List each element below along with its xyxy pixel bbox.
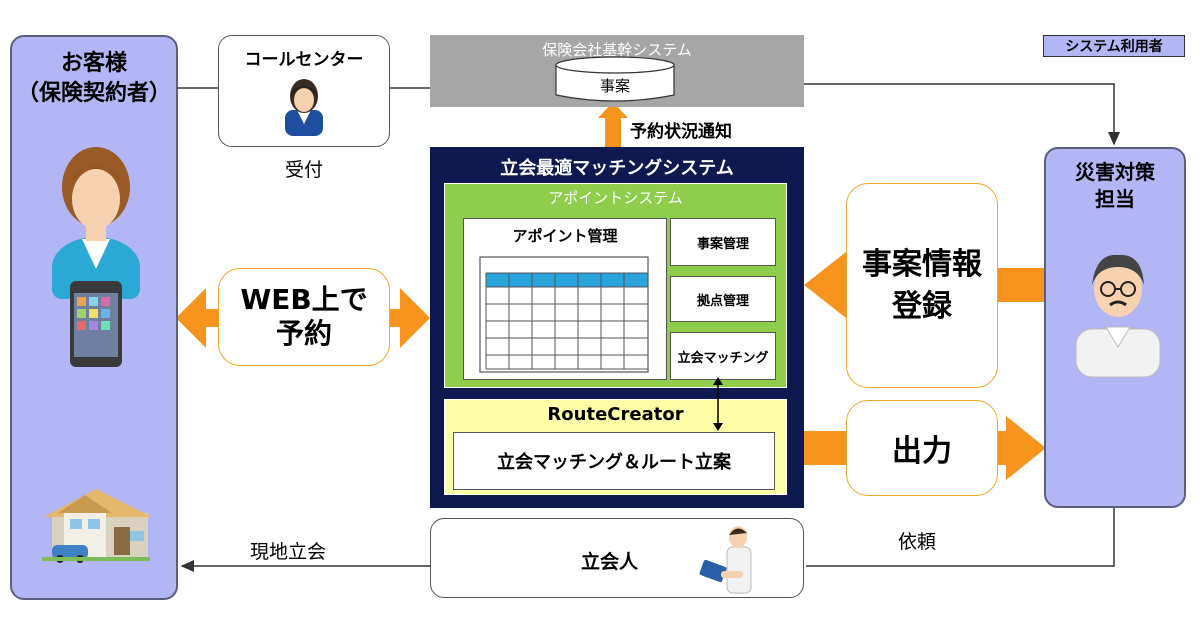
- web-booking-line2: 予約: [275, 317, 332, 350]
- appoint-management-label: アポイント管理: [512, 227, 618, 245]
- matching-system-title: 立会最適マッチングシステム: [500, 158, 734, 179]
- matching-box: 立会マッチング: [670, 332, 776, 380]
- registration-arrow-head: [804, 252, 846, 318]
- route-creator-title: RouteCreator: [547, 404, 684, 425]
- request-label: 依頼: [898, 531, 937, 553]
- operator-icon: [285, 79, 323, 136]
- registration-arrow-tail: [996, 268, 1044, 302]
- legend-system-user: システム利用者: [1043, 35, 1185, 57]
- customer-person-icon: [52, 147, 140, 299]
- calendar-grid: [479, 256, 649, 373]
- route-planning-box: 立会マッチング＆ルート立案: [453, 432, 775, 490]
- call-center-title: コールセンター: [244, 50, 364, 70]
- appoint-system-title: アポイントシステム: [548, 189, 683, 207]
- case-registration-box: 事案情報 登録: [846, 183, 998, 388]
- database-label: 事案: [599, 77, 630, 95]
- notification-arrow: [598, 102, 628, 147]
- disaster-staff-title-line1: 災害対策: [1075, 160, 1155, 184]
- db-to-staff-arrow: [673, 83, 1120, 146]
- witness-tablet-icon: [699, 526, 752, 594]
- case-registration-line1: 事案情報: [862, 246, 982, 282]
- output-arrow-tail: [804, 431, 848, 465]
- disaster-staff-panel: 災害対策 担当: [1044, 147, 1186, 508]
- notification-label: 予約状況通知: [630, 122, 732, 142]
- core-system-box: 保険会社基幹システム 事案: [430, 35, 804, 107]
- output-arrow-mid: [996, 431, 1008, 465]
- output-arrow-head: [1006, 416, 1046, 480]
- base-management-box: 拠点管理: [670, 276, 776, 322]
- customer-panel: お客様 （保険契約者）: [10, 35, 178, 600]
- case-management-box: 事案管理: [670, 218, 776, 266]
- web-booking-line1: WEB上で: [240, 283, 368, 317]
- web-booking-box: WEB上で 予約: [218, 268, 390, 366]
- core-system-title: 保険会社基幹システム: [542, 41, 692, 59]
- web-arrow-left: [176, 288, 218, 348]
- staff-person-icon: [1075, 254, 1161, 378]
- call-center-caption: 受付: [284, 159, 323, 181]
- database-icon: [555, 56, 675, 102]
- output-box: 出力: [846, 400, 998, 496]
- call-center-box: コールセンター: [218, 35, 390, 147]
- staff-to-witness-line: [806, 508, 1115, 567]
- customer-title-line1: お客様: [60, 51, 127, 76]
- route-creator-box: RouteCreator 立会マッチング＆ルート立案: [444, 399, 787, 495]
- witness-box: 立会人: [430, 518, 804, 598]
- witness-label: 立会人: [581, 551, 639, 573]
- appoint-management-box: アポイント管理: [463, 218, 667, 380]
- matching-system-box: 立会最適マッチングシステム アポイントシステム アポイント管理: [430, 147, 804, 508]
- appoint-system-box: アポイントシステム アポイント管理 事案管理 拠点管理 立会マッ: [444, 183, 787, 388]
- disaster-staff-title-line2: 担当: [1095, 187, 1135, 211]
- onsite-label: 現地立会: [250, 541, 327, 563]
- case-registration-line2: 登録: [892, 288, 952, 324]
- customer-title-line2: （保険契約者）: [16, 80, 171, 106]
- web-arrow-right: [388, 288, 430, 348]
